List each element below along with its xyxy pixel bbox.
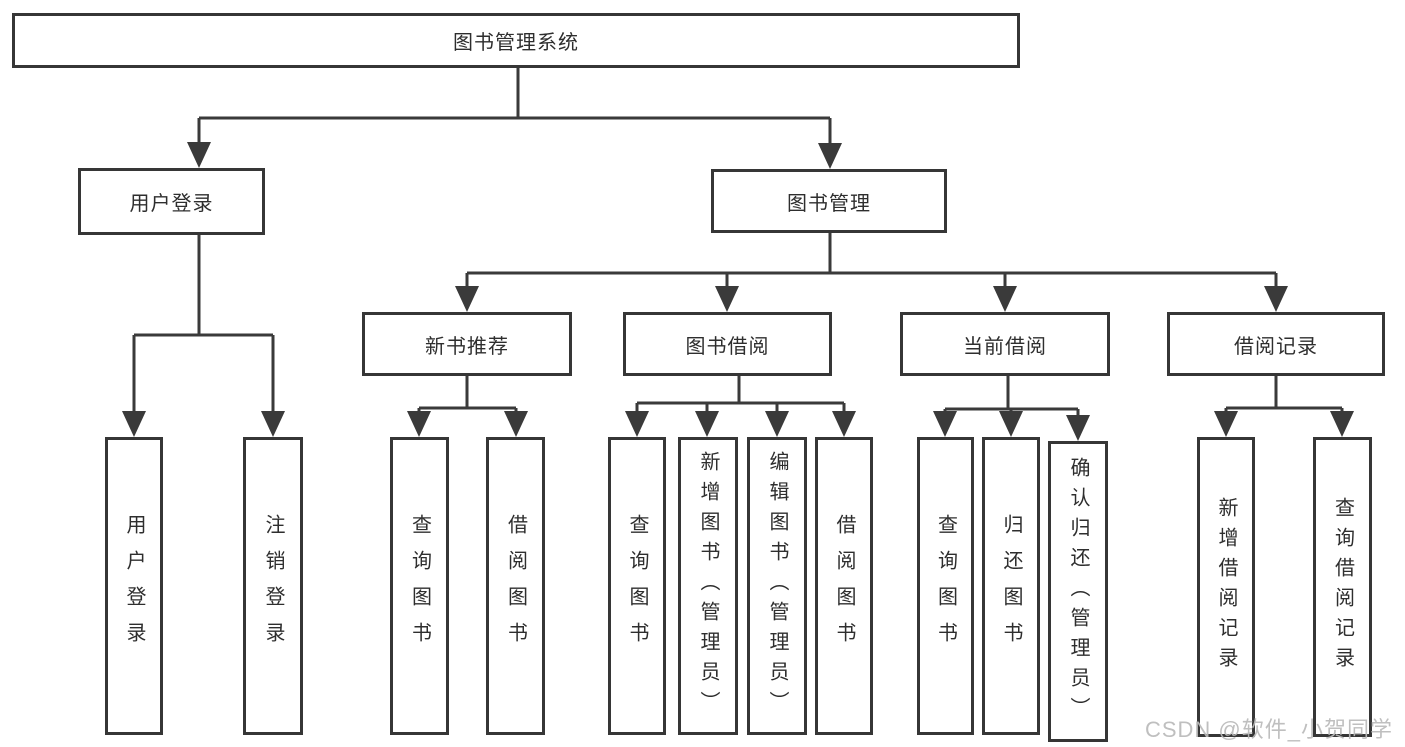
leaf-add-books-admin-box: 新增图书（管理员） <box>678 437 738 735</box>
leaf-label: 新增图书（管理员） <box>697 451 719 721</box>
leaf-label: 查询图书 <box>408 514 431 658</box>
csdn-watermark: CSDN @软件_小贺同学 <box>1144 717 1393 742</box>
leaf-query-books-box: 查询图书 <box>917 437 974 735</box>
leaf-label: 查询图书 <box>934 514 957 658</box>
leaf-label: 查询图书 <box>626 514 648 658</box>
leaf-logout-box: 注销登录 <box>243 437 303 735</box>
level2-book-management-box: 图书管理 <box>711 169 947 233</box>
leaf-label: 新增借阅记录 <box>1215 497 1237 677</box>
leaf-label: 注销登录 <box>262 514 284 658</box>
level3-current-borrowing-box: 当前借阅 <box>900 312 1110 376</box>
level3-borrowing-records-box: 借阅记录 <box>1167 312 1385 376</box>
leaf-user-login-box: 用户登录 <box>105 437 163 735</box>
leaf-return-books-box: 归还图书 <box>982 437 1040 735</box>
leaf-add-borrow-record-box: 新增借阅记录 <box>1197 437 1255 737</box>
level3-new-book-recommendation-box: 新书推荐 <box>362 312 572 376</box>
leaf-confirm-return-admin-box: 确认归还（管理员） <box>1048 441 1108 742</box>
leaf-label: 确认归还（管理员） <box>1067 456 1089 727</box>
level3-book-borrowing-box: 图书借阅 <box>623 312 832 376</box>
level2-user-login-box: 用户登录 <box>78 168 265 235</box>
leaf-label: 归还图书 <box>1000 514 1022 658</box>
leaf-label: 查询借阅记录 <box>1331 497 1354 677</box>
root-box-library-management-system: 图书管理系统 <box>12 13 1020 68</box>
leaf-edit-books-admin-box: 编辑图书（管理员） <box>747 437 807 735</box>
leaf-label: 借阅图书 <box>833 514 855 658</box>
leaf-query-books-box: 查询图书 <box>390 437 449 735</box>
leaf-borrow-books-box: 借阅图书 <box>486 437 545 735</box>
leaf-query-books-box: 查询图书 <box>608 437 666 735</box>
leaf-label: 用户登录 <box>123 514 145 658</box>
leaf-query-borrow-record-box: 查询借阅记录 <box>1313 437 1372 737</box>
leaf-label: 编辑图书（管理员） <box>766 451 788 721</box>
leaf-label: 借阅图书 <box>504 514 527 658</box>
leaf-borrow-books-box: 借阅图书 <box>815 437 873 735</box>
